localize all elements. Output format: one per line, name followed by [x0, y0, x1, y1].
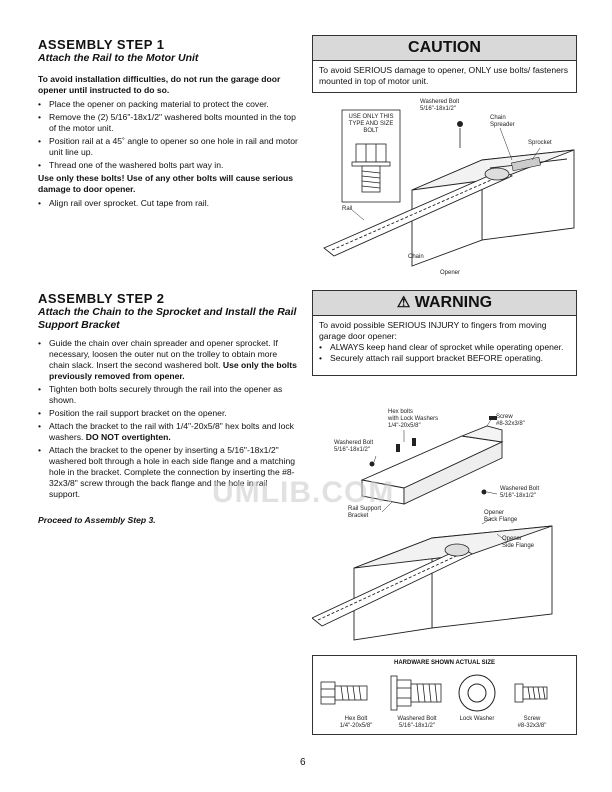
washered-bolt-right-icon: [481, 489, 487, 495]
hardware-item-name: Screw: [523, 716, 541, 722]
caution-heading: CAUTION: [313, 36, 576, 61]
step2-bullet-1-bold: Use only the bolts previously removed fr…: [49, 360, 297, 381]
washered-bolt-icon: [351, 143, 391, 193]
list-item: Thread one of the washered bolts part wa…: [38, 160, 298, 171]
warning-triangle-icon: ⚠: [396, 294, 411, 311]
caution-text: To avoid SERIOUS damage to opener, ONLY …: [319, 65, 569, 86]
list-item: Position rail at a 45˚ angle to opener s…: [38, 136, 298, 158]
lock-washer-icon: [458, 674, 496, 712]
warning-box: ⚠ WARNING To avoid possible SERIOUS INJU…: [312, 290, 577, 376]
label-opener: Opener: [440, 270, 461, 276]
label-washered-bolt-left-size: 5/16"-18x1/2": [334, 447, 370, 453]
watermark: UMLIB.COM: [212, 476, 395, 509]
label-back-flange: Back Flange: [484, 517, 518, 523]
rail-support-bracket: [360, 425, 504, 505]
washered-bolt-left-icon: [369, 461, 375, 467]
label-washered-bolt-right: Washered Bolt: [500, 486, 540, 492]
hardware-item-size: 5/16"-18x1/2": [399, 723, 435, 729]
label-screw: Screw: [496, 414, 513, 420]
label-rail-support: Rail Support: [348, 506, 382, 512]
label-rail: Rail: [342, 206, 353, 212]
step2-bullet-1-text: Guide the chain over chain spreader and …: [49, 338, 278, 370]
caution-box: CAUTION To avoid SERIOUS damage to opene…: [312, 35, 577, 93]
step1-bullet-list: Place the opener on packing material to …: [38, 99, 298, 171]
list-item: Attach the bracket to the opener by inse…: [38, 445, 298, 500]
label-washered-bolt: Washered Bolt: [420, 99, 460, 105]
rail: [311, 547, 473, 627]
step1-subtitle: Attach the Rail to the Motor Unit: [38, 52, 199, 64]
list-item: Position the rail support bracket on the…: [38, 408, 298, 419]
hex-bolt-icon: [320, 681, 368, 705]
hardware-title: HARDWARE SHOWN ACTUAL SIZE: [394, 660, 495, 666]
step2-bullet-4-text: Attach the bracket to the rail with 1/4"…: [49, 421, 294, 442]
bracket-illustration: [311, 416, 553, 641]
hex-bolts-icon: [396, 438, 416, 452]
label-sprocket: Sprocket: [528, 140, 552, 146]
label-hex-bolts: Hex bolts: [388, 409, 414, 415]
bolt-callout-text: USE ONLY THIS TYPE AND SIZE BOLT: [348, 114, 394, 134]
figure-rail-support-bracket: Hex bolts with Lock Washers 1/4"-20x5/8"…: [311, 408, 584, 644]
hardware-item: Screw #8-32x3/8": [509, 716, 555, 730]
hardware-item-size: 1/4"-20x5/8": [339, 723, 373, 729]
list-item: Align rail over sprocket. Cut tape from …: [38, 198, 298, 209]
label-washered-bolt-right-size: 5/16"-18x1/2": [500, 493, 536, 499]
label-hex-bolt-size: 1/4"-20x5/8": [388, 423, 421, 429]
label-side-flange: Side Flange: [502, 543, 535, 549]
hardware-item: Lock Washer: [455, 716, 499, 723]
screw-icon: [514, 683, 548, 703]
step1-warning-line: Use only these bolts! Use of any other b…: [38, 173, 294, 194]
step1-bullet-list-2: Align rail over sprocket. Cut tape from …: [38, 198, 298, 209]
list-item: Attach the bracket to the rail with 1/4"…: [38, 421, 298, 443]
figure-rail-to-motor: USE ONLY THIS TYPE AND SIZE BOLT Washere…: [312, 98, 584, 278]
list-item: Guide the chain over chain spreader and …: [38, 338, 298, 382]
step1-intro: To avoid installation difficulties, do n…: [38, 74, 281, 95]
bolt-pointer-icon: [457, 121, 463, 127]
step2-bullet-4-bold: DO NOT overtighten.: [85, 432, 171, 442]
step2-bullet-list: Guide the chain over chain spreader and …: [38, 338, 298, 500]
chain-spreader: [511, 156, 541, 172]
list-item: Securely attach rail support bracket BEF…: [319, 353, 570, 364]
list-item: ALWAYS keep hand clear of sprocket while…: [319, 342, 570, 353]
hardware-item-name: Hex Bolt: [344, 716, 368, 722]
warning-text: To avoid possible SERIOUS INJURY to fing…: [319, 320, 547, 341]
proceed-note: Proceed to Assembly Step 3.: [38, 515, 156, 525]
warning-heading: WARNING: [414, 294, 493, 311]
label-side-flange-opener: Opener: [502, 536, 523, 542]
step2-subtitle: Attach the Chain to the Sprocket and Ins…: [38, 306, 297, 331]
label-with-lock-washers: with Lock Washers: [388, 416, 439, 422]
sprocket-icon: [484, 167, 510, 181]
page-number: 6: [300, 757, 306, 768]
label-back-flange-opener: Opener: [484, 510, 505, 516]
label-chain-spreader: Chain Spreader: [490, 115, 515, 128]
warning-bullet-list: ALWAYS keep hand clear of sprocket while…: [319, 342, 570, 364]
step1-section: ASSEMBLY STEP 1 Attach the Rail to the M…: [38, 37, 298, 211]
warning-header: ⚠ WARNING: [313, 291, 576, 316]
label-washered-bolt-left: Washered Bolt: [334, 440, 374, 446]
hardware-item-name: Lock Washer: [459, 716, 495, 722]
screw-icon: [489, 416, 497, 420]
hardware-item-name: Washered Bolt: [397, 716, 437, 722]
warning-body: To avoid possible SERIOUS INJURY to fing…: [313, 316, 576, 368]
step1-title: ASSEMBLY STEP 1: [38, 37, 165, 52]
hardware-item: Washered Bolt 5/16"-18x1/2": [389, 716, 445, 730]
label-chain: Chain: [408, 254, 424, 260]
label-screw-size: #8-32x3/8": [496, 421, 525, 427]
list-item: Tighten both bolts securely through the …: [38, 384, 298, 406]
hardware-illustration: [320, 674, 548, 712]
step2-section: ASSEMBLY STEP 2 Attach the Chain to the …: [38, 291, 298, 527]
washered-bolt-icon: [390, 675, 442, 711]
hardware-item: Hex Bolt 1/4"-20x5/8": [331, 716, 381, 730]
hardware-box: HARDWARE SHOWN ACTUAL SIZE: [312, 655, 577, 735]
hardware-item-size: #8-32x3/8": [517, 723, 547, 729]
list-item: Remove the (2) 5/16"-18x1/2" washered bo…: [38, 112, 298, 134]
step2-title: ASSEMBLY STEP 2: [38, 291, 165, 306]
label-bracket: Bracket: [348, 513, 369, 519]
label-washered-bolt-size: 5/16"-18x1/2": [420, 106, 456, 112]
rail: [323, 169, 513, 257]
sprocket-icon: [444, 543, 470, 557]
list-item: Place the opener on packing material to …: [38, 99, 298, 110]
rail-motor-illustration: [323, 109, 575, 267]
